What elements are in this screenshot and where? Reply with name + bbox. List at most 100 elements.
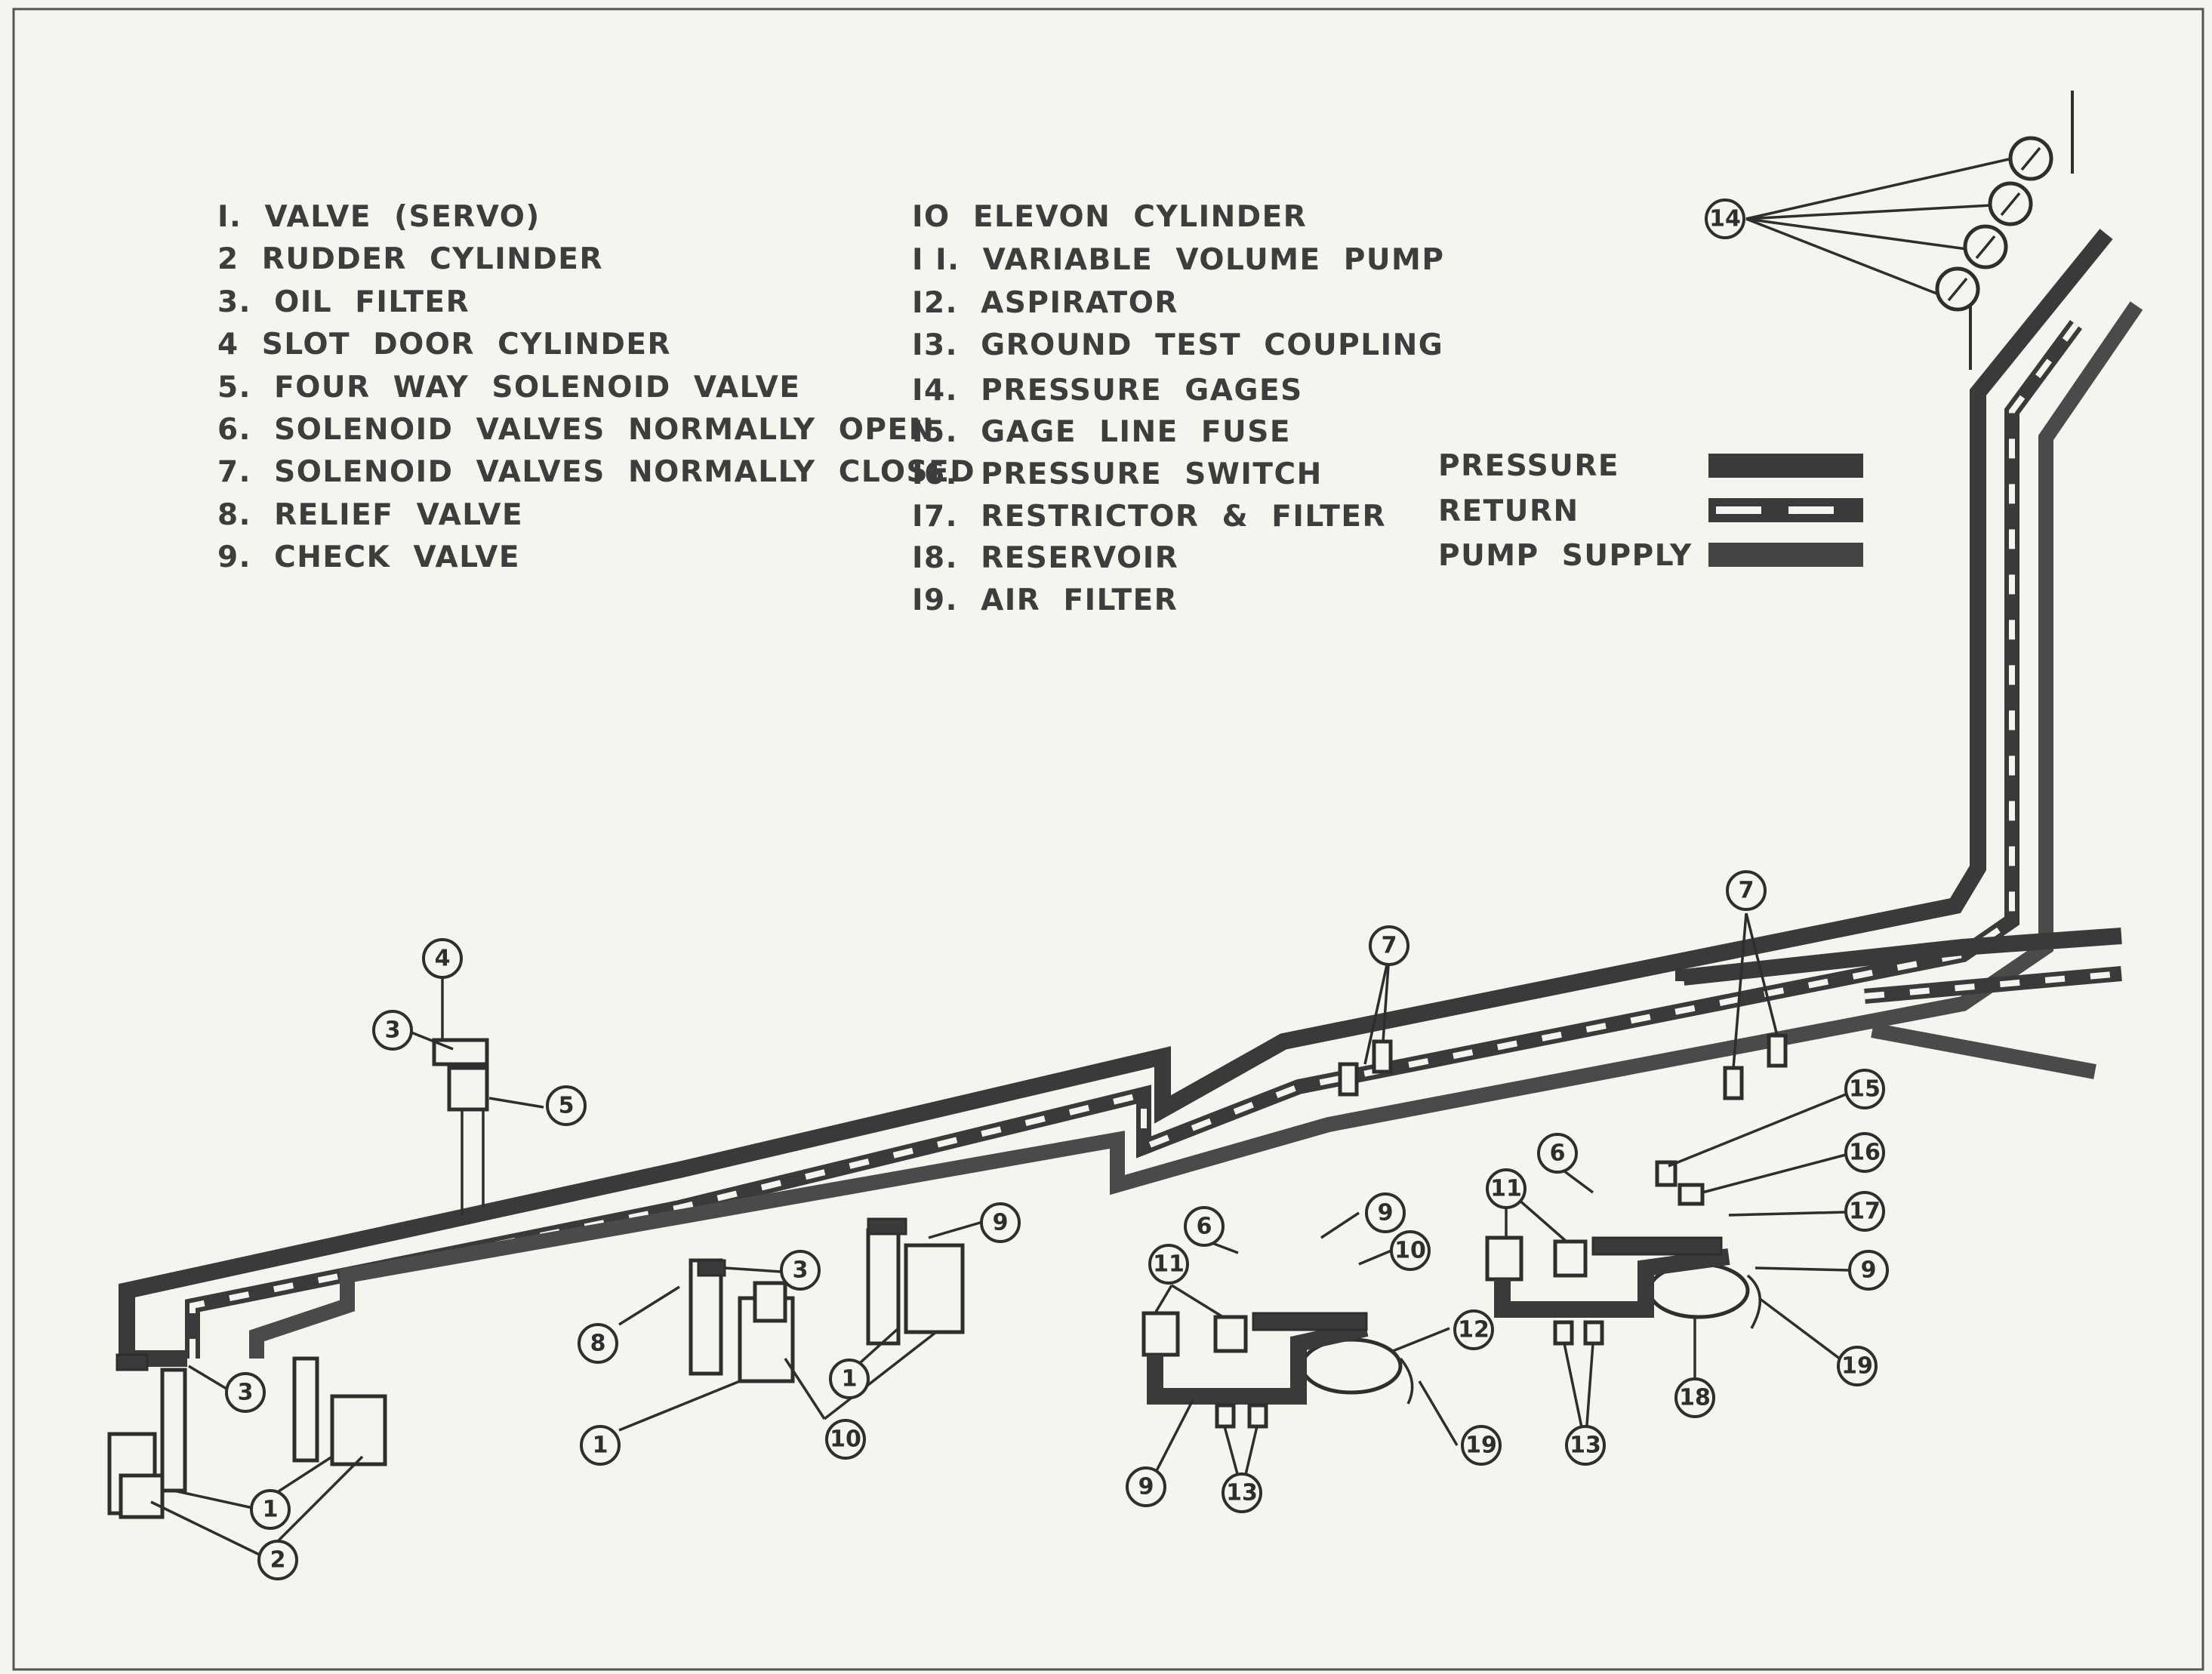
pressure-gages (1745, 136, 2053, 312)
leader-line (173, 1489, 254, 1509)
parts-list-right: IO ELEVON CYLINDER I I. VARIABLE VOLUME … (912, 200, 1444, 617)
part-label: 9. CHECK VALVE (217, 540, 520, 574)
solenoid-valve (1767, 1033, 1788, 1068)
callout-7: 7 (1726, 870, 1767, 911)
leader-line (261, 1455, 364, 1558)
leader-line (784, 1358, 826, 1420)
callouts: 1 1 1 1 2 3 3 3 4 5 6 6 7 7 8 8 8 9 9 9 … (225, 198, 1889, 1580)
part-label: 6. SOLENOID VALVES NORMALLY OPEN (217, 413, 935, 447)
pump-manifold (1494, 1248, 1730, 1318)
callout-number: 18 (1679, 1385, 1711, 1411)
callout-7: 7 (1369, 925, 1409, 966)
leader-14 (1745, 204, 1992, 220)
rudder-cylinder (119, 1473, 165, 1519)
callout-number: 8 (590, 1331, 606, 1357)
callout-number: 5 (559, 1093, 575, 1119)
callout-3: 3 (225, 1372, 266, 1413)
callout-number: 11 (1490, 1176, 1522, 1202)
solenoid-valve (1372, 1039, 1393, 1074)
oil-filter (867, 1217, 907, 1235)
callout-number: 9 (1861, 1257, 1877, 1284)
callout-number: 15 (1849, 1076, 1881, 1103)
part-label: I. VALVE (SERVO) (217, 200, 541, 234)
callout-9: 9 (1848, 1250, 1889, 1291)
callout-4: 4 (422, 938, 463, 979)
leader-line (1755, 1266, 1850, 1272)
leader-14 (1745, 217, 1967, 251)
part-label: 7. SOLENOID VALVES NORMALLY CLOSED (217, 455, 975, 489)
part-label: 3. OIL FILTER (217, 285, 470, 319)
callout-1: 1 (580, 1425, 621, 1466)
callout-3: 3 (780, 1250, 821, 1291)
solenoid-valve (1338, 1062, 1359, 1097)
legend-label-pump-supply: PUMP SUPPLY (1438, 539, 1693, 573)
servo-valve (689, 1258, 723, 1376)
leader-line (724, 1266, 782, 1273)
variable-volume-pump (1553, 1239, 1588, 1278)
callout-number: 10 (830, 1426, 861, 1453)
callout-12: 12 (1453, 1309, 1494, 1350)
parts-list-left: I. VALVE (SERVO) 2 RUDDER CYLINDER 3. OI… (217, 200, 975, 574)
callout-number: 10 (1394, 1238, 1426, 1264)
callout-9: 9 (1365, 1192, 1406, 1233)
slot-door-cylinder (432, 1038, 489, 1066)
slot-door-group (432, 1038, 489, 1215)
part-label: I9. AIR FILTER (912, 583, 1178, 617)
callout-number: 3 (238, 1380, 254, 1406)
ground-test-coupling (1247, 1403, 1268, 1429)
oil-filter (697, 1259, 726, 1277)
callout-number: 16 (1849, 1140, 1881, 1166)
part-label: I2. ASPIRATOR (912, 286, 1178, 320)
pressure-line-main (119, 229, 2113, 1367)
servo-valve (160, 1368, 187, 1493)
callout-number: 1 (842, 1366, 858, 1392)
leader-line (1382, 954, 1391, 1042)
gage-needle (2020, 146, 2041, 171)
part-label: I7. RESTRICTOR & FILTER (912, 500, 1386, 534)
callout-number: 17 (1849, 1199, 1881, 1225)
rudder-actuator-group (107, 1353, 387, 1519)
return-line-dash (189, 322, 2079, 1359)
callout-2: 2 (257, 1540, 298, 1580)
pressure-line-right-exit (1675, 928, 2122, 986)
leader-line (618, 1380, 741, 1432)
leader-line (488, 1097, 544, 1109)
pump-supply-right-exit (1871, 1023, 2096, 1079)
variable-volume-pump (1485, 1235, 1523, 1282)
callout-19: 19 (1461, 1425, 1502, 1466)
part-label: 4 SLOT DOOR CYLINDER (217, 328, 671, 362)
callout-number: 9 (1138, 1474, 1154, 1500)
ground-test-coupling (1553, 1320, 1574, 1346)
part-label: 2 RUDDER CYLINDER (217, 242, 603, 276)
leader-line (1745, 912, 1779, 1036)
callout-9: 9 (1126, 1466, 1166, 1507)
pump-manifold (1147, 1320, 1369, 1405)
leader-line (150, 1500, 263, 1558)
part-label: 5. FOUR WAY SOLENOID VALVE (217, 371, 800, 405)
elevon-cylinder (904, 1243, 965, 1334)
callout-8: 8 (578, 1323, 618, 1364)
elevon-cylinder (753, 1281, 787, 1323)
pump-unit-1 (1141, 1311, 1414, 1429)
leader-line (1732, 912, 1748, 1069)
leader-line (823, 1331, 938, 1420)
ground-test-coupling (1215, 1403, 1236, 1429)
callout-number: 1 (593, 1432, 608, 1459)
callout-11: 11 (1486, 1168, 1527, 1209)
callout-14: 14 (1705, 198, 1745, 239)
servo-valve (292, 1356, 319, 1463)
callout-11: 11 (1148, 1244, 1189, 1285)
leader-line (1668, 1093, 1847, 1168)
gage-needle (2000, 192, 2021, 217)
callout-15: 15 (1844, 1069, 1885, 1109)
callout-number: 9 (993, 1210, 1009, 1236)
leader-line (618, 1285, 680, 1326)
variable-volume-pump (1141, 1311, 1180, 1357)
callout-16: 16 (1844, 1132, 1885, 1173)
leader-line (1758, 1297, 1851, 1368)
callout-6: 6 (1537, 1133, 1578, 1174)
callout-5: 5 (546, 1085, 587, 1126)
leader-line (1392, 1327, 1450, 1352)
part-label: I I. VARIABLE VOLUME PUMP (912, 243, 1444, 277)
variable-volume-pump (1213, 1315, 1248, 1353)
